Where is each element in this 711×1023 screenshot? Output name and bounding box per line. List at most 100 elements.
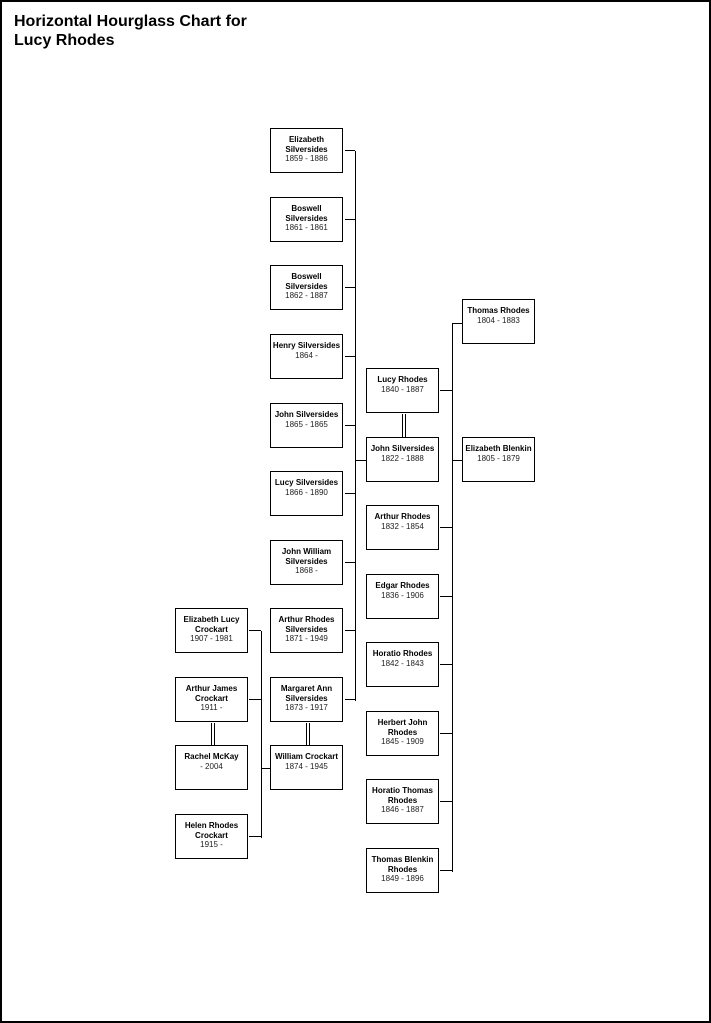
person-name: Helen Rhodes Crockart <box>184 821 239 840</box>
person-name: Lucy Silversides <box>274 478 339 487</box>
person-name: Herbert John Rhodes <box>377 718 428 737</box>
person-dates: 1915 - <box>200 840 223 849</box>
person-dates: 1871 - 1949 <box>285 634 328 643</box>
person-dates: 1845 - 1909 <box>381 737 424 746</box>
connector-line <box>345 699 355 700</box>
connector-line <box>249 836 261 837</box>
person-dates: - 2004 <box>200 761 223 771</box>
person-dates: 1822 - 1888 <box>381 453 424 463</box>
person-dates: 1840 - 1887 <box>381 384 424 394</box>
person-name: John Silversides <box>274 410 339 419</box>
connector-line <box>452 323 462 324</box>
connector-line <box>345 425 355 426</box>
person-name: Thomas Blenkin Rhodes <box>371 855 434 874</box>
person-name: Arthur Rhodes <box>374 512 431 521</box>
connector-line <box>355 151 356 701</box>
person-name: Rachel McKay <box>184 752 239 761</box>
person-name: John Silversides <box>370 444 435 453</box>
connector-line <box>249 630 261 631</box>
person-name: Edgar Rhodes <box>375 581 430 590</box>
person-dates: 1846 - 1887 <box>381 805 424 814</box>
marriage-line <box>402 414 403 437</box>
person-name: William Crockart <box>274 752 339 761</box>
connector-line <box>452 460 462 461</box>
person-dates: 1907 - 1981 <box>190 634 233 643</box>
marriage-line <box>306 723 307 745</box>
connector-line <box>345 562 355 563</box>
person-name: Henry Silversides <box>272 341 341 350</box>
connector-line <box>345 493 355 494</box>
connector-line <box>440 527 452 528</box>
connector-line <box>345 287 355 288</box>
connector-line <box>261 631 262 838</box>
marriage-line <box>309 723 310 745</box>
person-dates: 1805 - 1879 <box>477 453 520 463</box>
connector-line <box>440 390 452 391</box>
connector-line <box>249 699 261 700</box>
person-dates: 1859 - 1886 <box>285 154 328 163</box>
person-dates: 1842 - 1843 <box>381 658 424 668</box>
person-dates: 1865 - 1865 <box>285 419 328 429</box>
person-name: Boswell Silversides <box>285 204 328 223</box>
person-name: Boswell Silversides <box>285 272 328 291</box>
person-dates: 1874 - 1945 <box>285 761 328 771</box>
person-name: Elizabeth Blenkin <box>465 444 532 453</box>
person-name: Arthur Rhodes Silversides <box>278 615 335 634</box>
connector-line <box>440 870 452 871</box>
connector-line <box>345 150 355 151</box>
chart-title: Horizontal Hourglass Chart for Lucy Rhod… <box>14 13 247 49</box>
person-name: Arthur James Crockart <box>185 684 238 703</box>
person-name: John William Silversides <box>281 547 332 566</box>
person-name: Lucy Rhodes <box>377 375 428 384</box>
connector-line <box>345 219 355 220</box>
person-name: Horatio Rhodes <box>372 649 433 658</box>
person-name: Horatio Thomas Rhodes <box>372 786 433 805</box>
person-dates: 1911 - <box>200 703 223 712</box>
connector-line <box>440 801 452 802</box>
person-dates: 1864 - <box>295 350 318 360</box>
marriage-line <box>405 414 406 437</box>
person-dates: 1873 - 1917 <box>285 703 328 712</box>
connector-line <box>440 733 452 734</box>
person-name: Margaret Ann Silversides <box>280 684 333 703</box>
person-name: Elizabeth Lucy Crockart <box>183 615 240 634</box>
connector-line <box>440 664 452 665</box>
person-dates: 1861 - 1861 <box>285 223 328 232</box>
connector-line <box>440 596 452 597</box>
person-box[interactable]: Rachel McKay- 2004 <box>175 745 248 790</box>
person-dates: 1849 - 1896 <box>381 874 424 883</box>
person-dates: 1868 - <box>295 566 318 575</box>
person-dates: 1862 - 1887 <box>285 291 328 300</box>
connector-line <box>345 630 355 631</box>
person-dates: 1866 - 1890 <box>285 487 328 497</box>
person-name: Thomas Rhodes <box>467 306 530 315</box>
person-dates: 1836 - 1906 <box>381 590 424 600</box>
person-dates: 1804 - 1883 <box>477 315 520 325</box>
connector-line <box>355 460 366 461</box>
person-dates: 1832 - 1854 <box>381 521 424 531</box>
